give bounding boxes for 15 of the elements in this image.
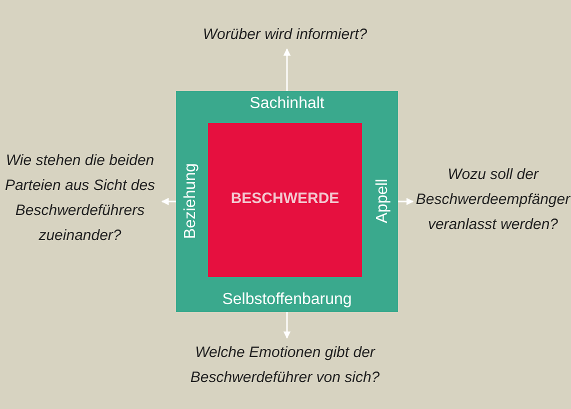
side-label: Sachinhalt [248, 95, 326, 113]
center-label: BESCHWERDE [230, 190, 340, 207]
arrow [398, 198, 414, 206]
center-square [208, 123, 362, 277]
arrow [283, 312, 291, 339]
arrow [283, 48, 291, 91]
arrow [161, 198, 176, 206]
question-text: Wie stehen die beiden Parteien aus Sicht des Beschwerdeführers zueinander? [0, 148, 160, 248]
side-label: Beziehung [182, 162, 200, 240]
question-text: Worüber wird informiert? [175, 22, 395, 47]
side-label: Selbstoffenbarung [221, 291, 353, 309]
question-text: Wozu soll der Beschwerdeempfänger veranlasst werden? [415, 162, 571, 237]
question-text: Welche Emotionen gibt der Beschwerdeführer von sich? [175, 340, 395, 390]
side-label: Appell [374, 177, 392, 226]
model-square [176, 91, 398, 312]
